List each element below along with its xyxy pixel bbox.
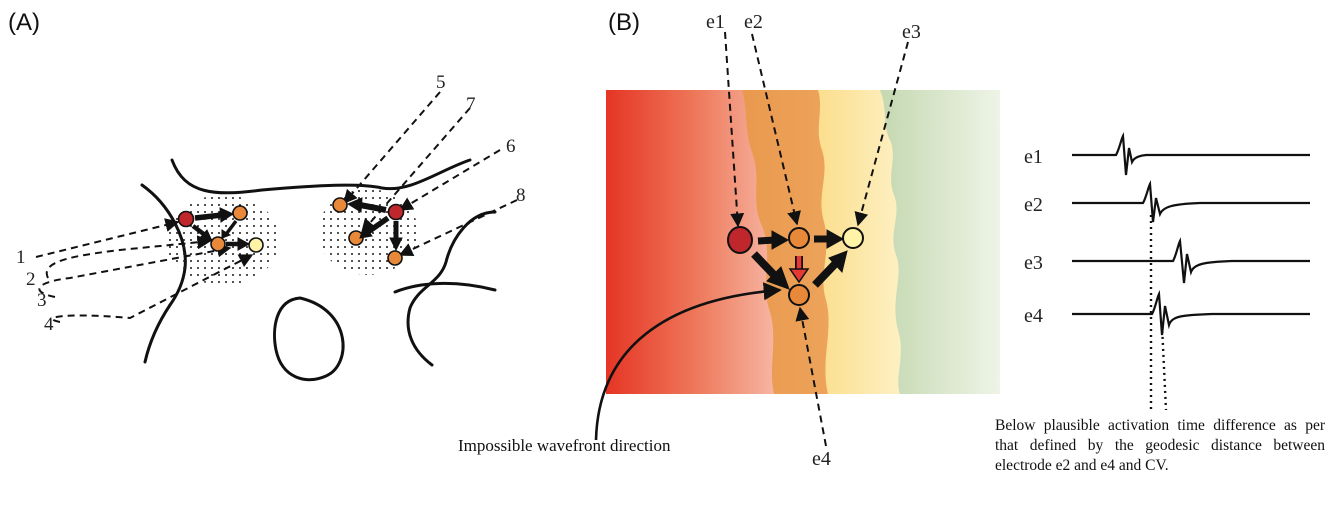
electrode-a-5 <box>332 197 348 213</box>
pointer-label-2: 2 <box>26 269 36 290</box>
electrode-a-2 <box>232 205 248 221</box>
panel-a-label: (A) <box>8 9 40 36</box>
trace-label-e4: e4 <box>1024 305 1043 327</box>
electrodes-b <box>727 226 864 306</box>
leader-lines-a <box>35 91 518 323</box>
trace-e4 <box>1072 289 1310 336</box>
activation-map <box>606 90 1000 394</box>
electrode-a-4 <box>248 237 264 253</box>
electrode-b-e3 <box>842 227 864 249</box>
trace-label-e2: e2 <box>1024 194 1043 216</box>
pointer-label-8: 8 <box>516 185 526 206</box>
pointer-label-6: 6 <box>506 136 516 157</box>
electrode-b-e1 <box>727 226 753 254</box>
activation-arrows-a <box>191 197 403 252</box>
activation-arrows-b <box>751 229 848 290</box>
trace-labels: e1 e2 e3 e4 <box>1024 146 1043 327</box>
electrode-a-8 <box>387 250 403 266</box>
atrium-outline <box>140 158 497 382</box>
pointer-label-4: 4 <box>44 314 54 335</box>
electrode-b-e4 <box>788 284 810 306</box>
electrode-b-e2 <box>788 227 810 249</box>
electrodes-a <box>177 197 405 266</box>
electrode-a-1 <box>177 210 195 228</box>
electrode-label-e3: e3 <box>902 21 921 43</box>
pointer-label-3: 3 <box>37 290 47 311</box>
trace-label-e3: e3 <box>1024 252 1043 274</box>
leader-lines-b <box>724 31 909 447</box>
pointer-labels-a: 1 2 3 4 5 6 7 8 <box>16 72 526 335</box>
impossible-arrow <box>788 256 810 284</box>
wavefront-arrow <box>594 282 782 441</box>
trace-e3 <box>1072 237 1310 284</box>
trace-label-e1: e1 <box>1024 146 1043 168</box>
electrode-label-e2: e2 <box>744 11 763 33</box>
electrode-a-3 <box>210 236 226 252</box>
pointer-label-5: 5 <box>436 72 446 93</box>
trace-e1 <box>1072 131 1310 176</box>
electrode-label-e4: e4 <box>812 448 831 470</box>
timing-note: Below plausible activation time differen… <box>995 417 1325 474</box>
pointer-label-7: 7 <box>466 94 476 115</box>
electrogram-traces <box>1072 131 1310 336</box>
panel-b-label: (B) <box>608 9 640 36</box>
wavefront-caption: Impossible wavefront direction <box>458 436 671 455</box>
electrode-labels-b: e1 e2 e3 e4 <box>706 11 921 470</box>
electrode-label-e1: e1 <box>706 11 725 33</box>
electrode-a-6 <box>387 203 405 221</box>
pointer-label-1: 1 <box>16 247 26 268</box>
trace-e2 <box>1072 179 1310 223</box>
timing-markers <box>1149 215 1168 411</box>
